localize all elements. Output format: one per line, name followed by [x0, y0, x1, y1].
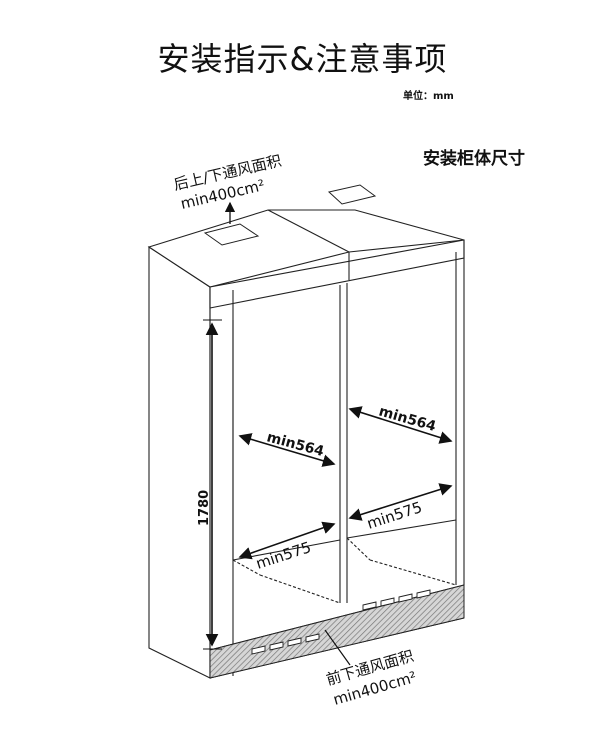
- front-vent-plinth: [209, 584, 465, 679]
- height-label: 1780: [197, 490, 212, 526]
- right-width-arrow: [348, 483, 453, 521]
- right-depth-arrow: [348, 406, 453, 444]
- top-vent-right: [327, 184, 377, 205]
- left-width-arrow: [238, 521, 336, 560]
- left-depth-label: min564: [265, 429, 326, 460]
- right-depth-label: min564: [377, 403, 438, 435]
- page-title: 安装指示&注意事项: [157, 40, 448, 78]
- left-width-label: min575: [254, 538, 314, 573]
- top-vent-left: [203, 223, 260, 246]
- front-vent-leader: [324, 629, 351, 666]
- section-title: 安装柜体尺寸: [423, 149, 525, 169]
- cabinet-outline: [147, 209, 465, 679]
- height-dimension: [203, 319, 222, 650]
- vent-slots: [251, 589, 431, 655]
- unit-label: 单位：mm: [403, 91, 454, 102]
- left-depth-arrow: [238, 433, 336, 467]
